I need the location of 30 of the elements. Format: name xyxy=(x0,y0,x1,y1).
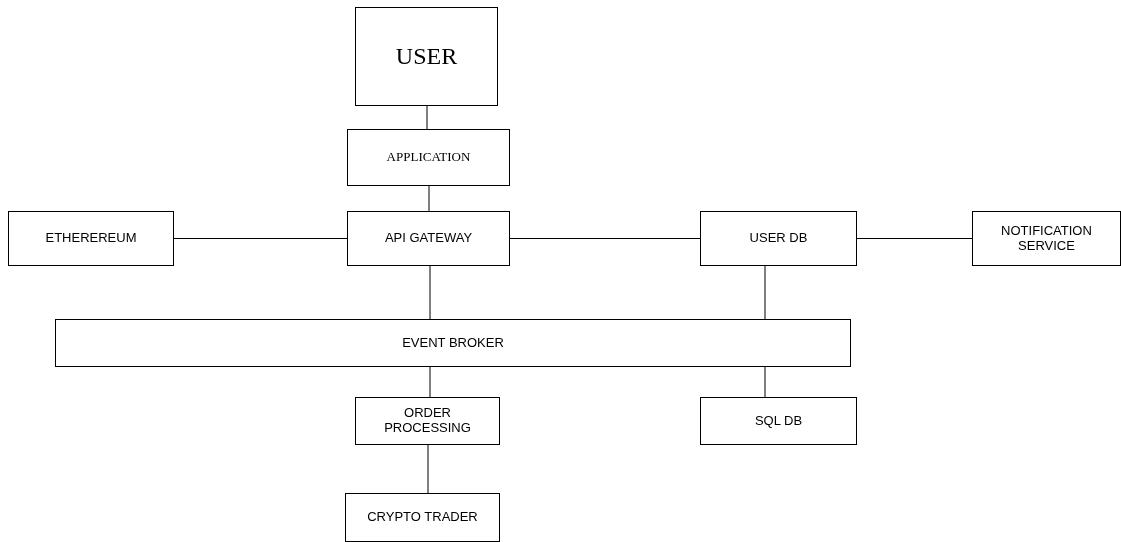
process-box xyxy=(347,211,510,266)
process-box xyxy=(345,493,500,542)
node-label: USER xyxy=(395,42,458,71)
process-box xyxy=(700,211,857,266)
connector-line xyxy=(428,185,430,212)
connector-line xyxy=(173,238,348,239)
connector-line xyxy=(764,366,766,398)
node-label: SQL DB xyxy=(754,413,803,429)
process-box xyxy=(355,397,500,445)
node-label: USER DB xyxy=(749,231,808,246)
connector-line xyxy=(764,265,766,320)
node-label: API GATEWAY xyxy=(384,231,473,246)
connector-line xyxy=(856,238,973,239)
connector-line xyxy=(427,444,429,494)
node-label: CRYPTO TRADER xyxy=(367,510,478,525)
connector-line xyxy=(429,265,431,320)
process-box xyxy=(355,7,498,106)
node-label: ETHEREREUM xyxy=(45,231,137,246)
node-label: ORDER PROCESSING xyxy=(383,406,472,436)
node-label: APPLICATION xyxy=(386,150,471,165)
process-box xyxy=(8,211,174,266)
process-box xyxy=(972,211,1121,266)
process-box xyxy=(347,129,510,186)
connector-line xyxy=(509,238,701,239)
process-box xyxy=(55,319,851,367)
connector-line xyxy=(426,105,428,130)
node-label: NOTIFICATION SERVICE xyxy=(1000,223,1093,254)
process-box xyxy=(700,397,857,445)
connector-line xyxy=(429,366,431,398)
node-label: EVENT BROKER xyxy=(402,335,504,351)
